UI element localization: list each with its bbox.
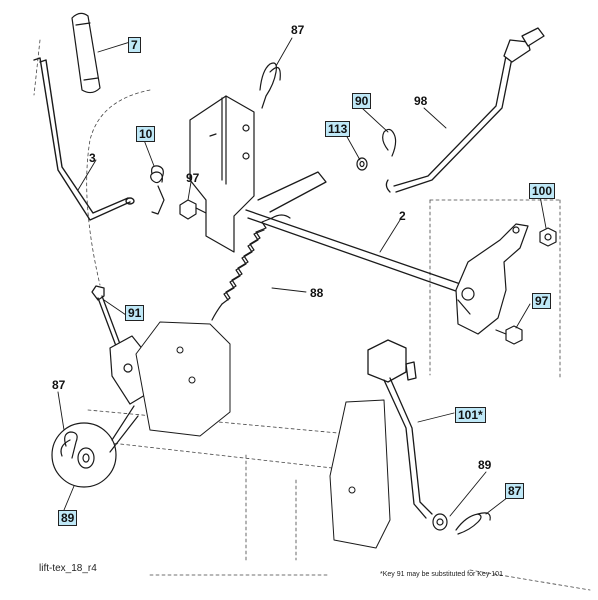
- callout-2: 2: [399, 209, 406, 223]
- frame-dashed-outlines: [33, 39, 591, 591]
- right-chassis-plate: [329, 399, 391, 549]
- callout-91: 91: [125, 305, 145, 321]
- callout-101: 101*: [455, 407, 486, 423]
- callout-87-lower: 87: [505, 483, 525, 499]
- part-113-washer: [356, 157, 368, 171]
- callout-87-detail: 87: [52, 378, 66, 392]
- hairpin-washer-detail-circle: [51, 405, 139, 488]
- callout-90: 90: [352, 93, 372, 109]
- callout-10: 10: [136, 126, 156, 142]
- part-3-lift-handle: [33, 57, 135, 221]
- part-98-lift-rod: [385, 27, 545, 193]
- callout-113: 113: [325, 121, 351, 137]
- callout-leader-lines: [57, 37, 547, 517]
- part-97-bolt-right: [495, 325, 523, 345]
- callout-87: 87: [291, 23, 305, 37]
- callout-89: 89: [478, 458, 492, 472]
- part-87-hairpin-clip-upper: [259, 62, 281, 109]
- figure-footnote: *Key 91 may be substituted for Key 101: [380, 571, 503, 578]
- right-lift-arm: [455, 223, 529, 335]
- callout-89-detail: 89: [58, 510, 78, 526]
- part-88-extension-spring: [211, 214, 291, 321]
- callout-98: 98: [414, 94, 428, 108]
- part-100-nut: [539, 227, 557, 247]
- callout-97: 97: [186, 171, 200, 185]
- callout-97-right: 97: [532, 293, 552, 309]
- callout-100: 100: [529, 183, 556, 199]
- part-97-bolt-upper: [179, 199, 209, 220]
- figure-id-label: lift-tex_18_r4: [39, 563, 97, 574]
- part-7-handle-grip: [71, 12, 101, 94]
- part-91-lift-lever: [91, 285, 121, 347]
- part-10-spring: [150, 165, 165, 215]
- callout-7: 7: [128, 37, 141, 53]
- left-chassis-plate: [135, 321, 231, 437]
- callout-88: 88: [310, 286, 324, 300]
- mounting-bracket: [189, 95, 255, 253]
- callout-3: 3: [89, 151, 96, 165]
- part-2-lift-shaft: [245, 171, 473, 297]
- part-101-lift-lever: [367, 339, 433, 519]
- part-89-washer-lower: [432, 513, 448, 531]
- part-87-hairpin-clip-lower: [455, 512, 491, 535]
- part-90-hairpin-clip: [382, 128, 397, 157]
